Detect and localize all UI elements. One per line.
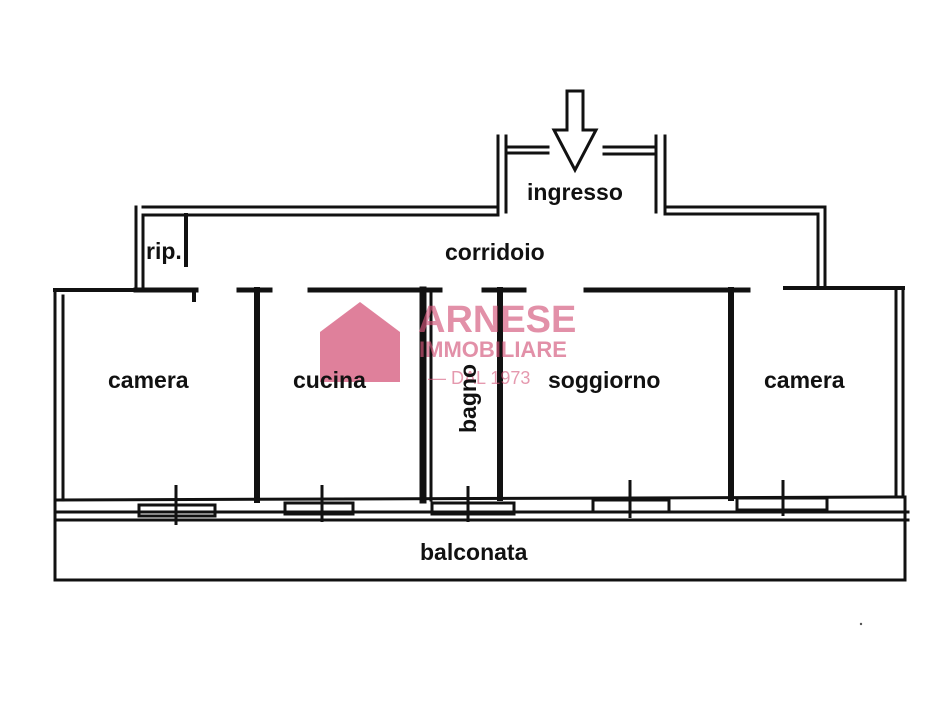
- watermark-subtitle: IMMOBILIARE: [419, 337, 567, 362]
- room-label-ripostiglio: rip.: [146, 238, 182, 264]
- room-label-bagno: bagno: [455, 364, 481, 433]
- arnese-watermark: ARNESE IMMOBILIARE — DAL 1973: [320, 299, 576, 388]
- watermark-tagline: — DAL 1973: [428, 368, 530, 388]
- room-label-soggiorno: soggiorno: [548, 367, 660, 393]
- room-label-cucina: cucina: [293, 367, 366, 393]
- entrance-walls: [496, 134, 667, 214]
- room-label-corridoio: corridoio: [445, 239, 545, 265]
- down-arrow-icon: [551, 89, 599, 174]
- corridor-walls: [134, 205, 827, 292]
- room-label-ingresso: ingresso: [527, 179, 623, 205]
- balcony-walls: [53, 495, 910, 582]
- room-label-camera-left: camera: [108, 367, 189, 393]
- room-label-camera-right: camera: [764, 367, 845, 393]
- stray-mark: [859, 622, 863, 626]
- ripostiglio-walls: [133, 213, 199, 302]
- room-label-balconata: balconata: [420, 539, 528, 565]
- watermark-name: ARNESE: [418, 299, 576, 341]
- balcony-doors: [137, 480, 829, 525]
